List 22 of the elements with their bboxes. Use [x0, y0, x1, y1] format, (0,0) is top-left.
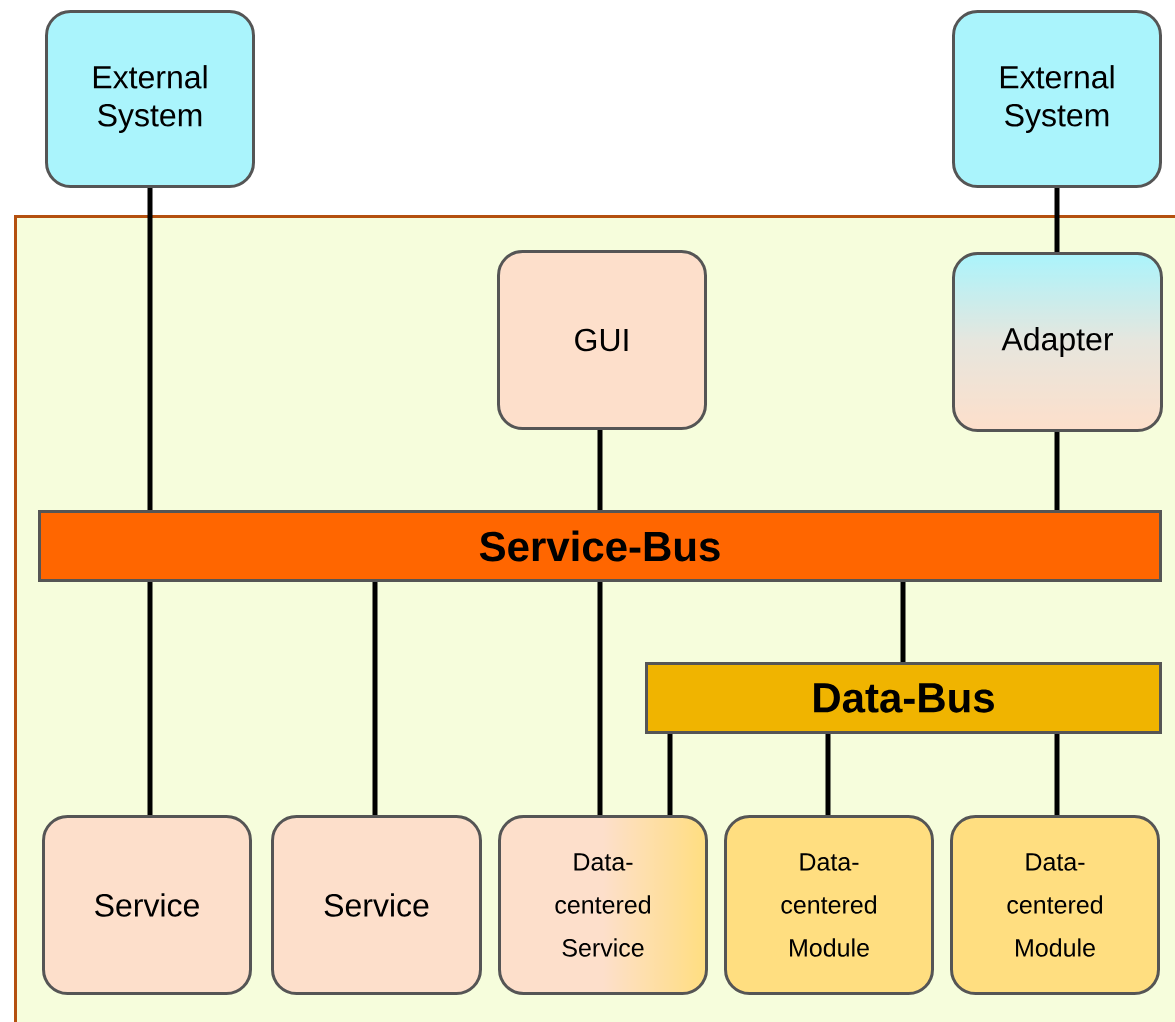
connector-line	[147, 188, 153, 510]
connector-line	[147, 582, 153, 815]
connector-line	[667, 734, 673, 815]
adapter-box: Adapter	[952, 252, 1163, 432]
connector-line	[900, 582, 906, 662]
connector-line	[825, 734, 831, 815]
service-box: Data-centered Service	[498, 815, 708, 995]
service-box: Service	[42, 815, 252, 995]
bus-bar: Service-Bus	[38, 510, 1162, 582]
gui-box: GUI	[497, 250, 707, 430]
service-box: Service	[271, 815, 482, 995]
connector-line	[372, 582, 378, 815]
connector-line	[597, 430, 603, 510]
module-box: Data-centered Module	[950, 815, 1160, 995]
connector-line	[1054, 734, 1060, 815]
connector-line	[1054, 188, 1060, 252]
connector-line	[1054, 432, 1060, 510]
bus-bar: Data-Bus	[645, 662, 1162, 734]
system-box: External System	[952, 10, 1162, 188]
system-box: External System	[45, 10, 255, 188]
module-box: Data-centered Module	[724, 815, 934, 995]
connector-line	[597, 582, 603, 815]
